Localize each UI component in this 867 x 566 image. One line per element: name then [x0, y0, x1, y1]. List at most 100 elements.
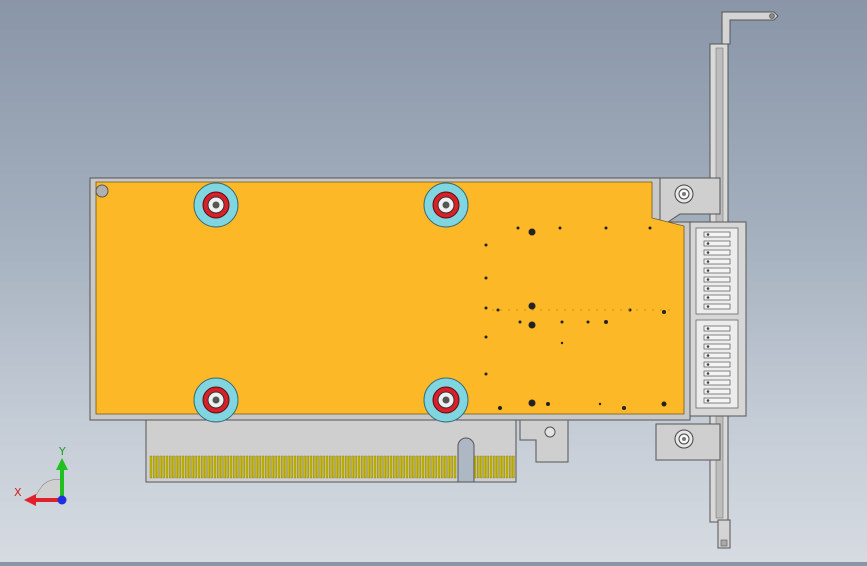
mounting-standoffs	[193, 182, 469, 423]
gold-contact	[191, 455, 194, 479]
gold-contact	[281, 455, 284, 479]
gold-contact	[393, 455, 396, 479]
connector-pin	[703, 276, 731, 283]
gold-contact	[300, 455, 303, 479]
gold-contact	[226, 455, 229, 479]
via	[560, 320, 564, 324]
gold-contact	[428, 455, 431, 479]
coordinate-triad: Y X	[14, 445, 68, 506]
connector-pin	[703, 249, 731, 256]
gold-contact	[450, 455, 453, 479]
connector-pin	[703, 397, 731, 404]
gold-contact	[335, 455, 338, 479]
gold-contact	[437, 455, 441, 479]
gold-contact	[162, 455, 165, 479]
gold-contact	[287, 455, 290, 479]
connector-pin	[703, 361, 731, 368]
gold-contact	[421, 455, 425, 479]
gold-contact	[175, 455, 178, 479]
via	[528, 321, 536, 329]
standoff-hole	[193, 182, 239, 228]
gold-contact	[354, 455, 357, 479]
gold-contact	[361, 455, 364, 479]
gold-contact	[204, 455, 207, 479]
surface-components	[484, 226, 672, 410]
gold-contact	[156, 455, 159, 479]
gold-contact	[309, 455, 313, 479]
connector-pin	[703, 325, 731, 332]
gold-contact	[297, 455, 300, 479]
gold-contact	[223, 455, 226, 479]
gold-contact	[332, 455, 335, 479]
gold-contact	[480, 455, 483, 479]
gold-contacts-short	[473, 455, 515, 479]
gold-contact	[239, 455, 242, 479]
via	[528, 399, 536, 407]
via	[560, 341, 564, 345]
gold-contact	[220, 455, 223, 479]
connector-pin	[703, 334, 731, 341]
gold-contact	[341, 455, 345, 479]
via	[484, 276, 488, 280]
gold-contact	[213, 455, 217, 479]
gold-contact	[383, 455, 386, 479]
z-axis-dot	[57, 495, 67, 505]
gold-contact	[207, 455, 210, 479]
gold-contact	[345, 455, 348, 479]
via	[484, 335, 488, 339]
connector-pin	[703, 388, 731, 395]
via	[558, 226, 562, 230]
connector-pin	[703, 285, 731, 292]
via	[648, 226, 652, 230]
gold-contact	[380, 455, 383, 479]
gold-contact	[418, 455, 421, 479]
gold-contact	[496, 455, 499, 479]
gold-contacts-main	[149, 455, 457, 479]
gold-contact	[348, 455, 351, 479]
gold-contact	[181, 455, 185, 479]
gold-contact	[447, 455, 450, 479]
gold-contact	[188, 455, 191, 479]
connector-pin	[703, 258, 731, 265]
via	[528, 302, 536, 310]
gold-contact	[306, 455, 309, 479]
gold-contact	[172, 455, 175, 479]
gold-contact	[217, 455, 220, 479]
gold-contact	[396, 455, 399, 479]
gold-contact	[325, 455, 329, 479]
gold-contact	[245, 455, 249, 479]
gold-contact	[197, 455, 201, 479]
gold-contact	[329, 455, 332, 479]
gold-contact	[499, 455, 502, 479]
pcb-board	[89, 177, 691, 421]
x-axis-label: X	[14, 486, 22, 499]
via	[546, 402, 550, 406]
gold-contact	[316, 455, 319, 479]
gold-contact	[364, 455, 367, 479]
gold-contact	[210, 455, 213, 479]
gold-contact	[486, 455, 489, 479]
gold-contact	[402, 455, 405, 479]
gold-contact	[233, 455, 236, 479]
standoff-hole	[423, 377, 469, 423]
gold-contact	[236, 455, 239, 479]
connector-pin	[703, 267, 731, 274]
gold-contact	[493, 455, 496, 479]
gold-contact	[399, 455, 402, 479]
gold-contact	[293, 455, 297, 479]
gold-contact	[169, 455, 172, 479]
gold-contact	[431, 455, 434, 479]
gold-contact	[165, 455, 169, 479]
gold-contact	[377, 455, 380, 479]
gold-contact	[277, 455, 281, 479]
connector-pin	[703, 352, 731, 359]
gold-contact	[512, 455, 515, 479]
via	[622, 406, 626, 410]
gold-contact	[274, 455, 277, 479]
gold-contact	[284, 455, 287, 479]
gold-contact	[351, 455, 354, 479]
edge-connector	[145, 419, 569, 483]
connector-pin	[703, 343, 731, 350]
gold-contact	[441, 455, 444, 479]
